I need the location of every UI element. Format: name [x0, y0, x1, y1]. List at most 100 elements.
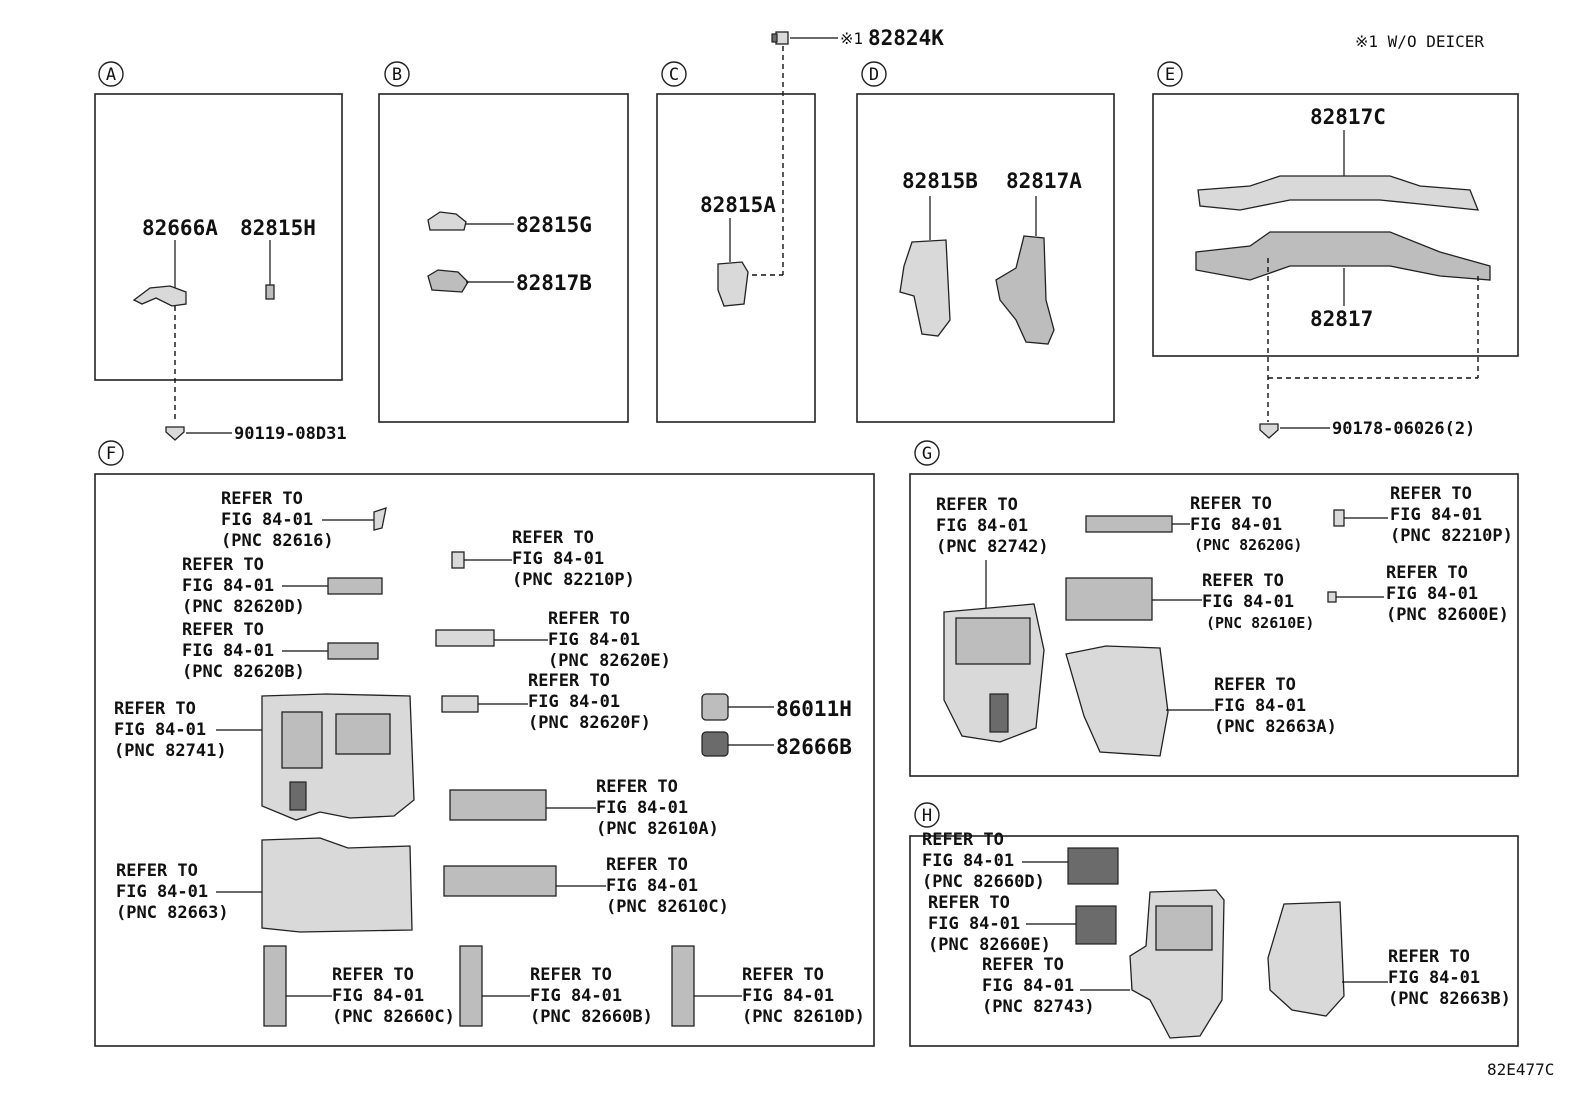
section-d-marker — [861, 61, 887, 87]
section-h-marker — [914, 802, 940, 828]
ref-82610e: REFER TO FIG 84-01 (PNC 82610E) — [1065, 571, 1314, 632]
part-82616-icon — [373, 507, 387, 531]
svg-text:(PNC 82620E): (PNC 82620E) — [548, 651, 671, 671]
svg-text:REFER TO: REFER TO — [1386, 563, 1468, 583]
section-b-box — [378, 93, 629, 423]
ref-82663: REFER TO FIG 84-01 (PNC 82663) — [116, 837, 413, 933]
svg-text:(PNC 82743): (PNC 82743) — [982, 997, 1095, 1017]
svg-text:(PNC 82620B): (PNC 82620B) — [182, 662, 305, 682]
section-b: B 82815G 82817B — [378, 61, 629, 423]
svg-text:REFER TO: REFER TO — [114, 699, 196, 719]
section-a-box — [94, 93, 343, 381]
pn-82817a: 82817A — [1006, 169, 1082, 193]
ref-82620b: REFER TO FIG 84-01 (PNC 82620B) — [182, 620, 379, 682]
section-a-marker — [98, 61, 124, 87]
part-82210p-f-icon — [451, 551, 465, 569]
svg-text:REFER TO: REFER TO — [936, 495, 1018, 515]
clip-90178-icon — [1259, 423, 1279, 439]
ref-82663b: REFER TO FIG 84-01 (PNC 82663B) — [1267, 901, 1511, 1017]
svg-text:FIG 84-01: FIG 84-01 — [1386, 584, 1478, 604]
svg-text:REFER TO: REFER TO — [922, 830, 1004, 850]
section-f: F REFER TO FIG 84-01 (PNC 82616) REFER T… — [94, 440, 875, 1047]
drawing-id: 82E477C — [1487, 1060, 1554, 1079]
pn-82815g: 82815G — [516, 213, 592, 237]
ref-82660e: REFER TO FIG 84-01 (PNC 82660E) — [928, 893, 1117, 955]
cover-82663-icon — [261, 837, 413, 933]
svg-text:(PNC 82620D): (PNC 82620D) — [182, 597, 305, 617]
svg-text:REFER TO: REFER TO — [1388, 947, 1470, 967]
svg-text:FIG 84-01: FIG 84-01 — [528, 692, 620, 712]
svg-text:(PNC 82741): (PNC 82741) — [114, 741, 227, 761]
svg-text:(PNC 82660C): (PNC 82660C) — [332, 1007, 455, 1027]
svg-text:FIG 84-01: FIG 84-01 — [1388, 968, 1480, 988]
section-c-marker — [661, 61, 687, 87]
connector-82824k-icon — [775, 31, 789, 45]
relay-82666b-icon — [701, 731, 729, 757]
part-82600e-icon — [1327, 591, 1337, 603]
section-g: G REFER TO FIG 84-01 (PNC 82742) REFER T… — [909, 440, 1519, 777]
svg-text:(PNC 82610D): (PNC 82610D) — [742, 1007, 865, 1027]
pn-82817c: 82817C — [1310, 105, 1386, 129]
svg-text:E: E — [1165, 65, 1175, 85]
ref-82610d: REFER TO FIG 84-01 (PNC 82610D) — [671, 945, 865, 1027]
svg-text:F: F — [106, 444, 116, 464]
svg-text:FIG 84-01: FIG 84-01 — [114, 720, 206, 740]
pn-86011h: 86011H — [776, 697, 852, 721]
svg-text:REFER TO: REFER TO — [512, 528, 594, 548]
pn-82824k: 82824K — [868, 26, 944, 50]
svg-text:FIG 84-01: FIG 84-01 — [530, 986, 622, 1006]
svg-text:(PNC 82210P): (PNC 82210P) — [512, 570, 635, 590]
svg-text:FIG 84-01: FIG 84-01 — [936, 516, 1028, 536]
svg-text:REFER TO: REFER TO — [982, 955, 1064, 975]
svg-text:(PNC 82660D): (PNC 82660D) — [922, 872, 1045, 892]
svg-text:FIG 84-01: FIG 84-01 — [1202, 592, 1294, 612]
svg-text:FIG 84-01: FIG 84-01 — [548, 630, 640, 650]
part-82666b: 82666B — [701, 731, 852, 759]
svg-text:REFER TO: REFER TO — [182, 620, 264, 640]
pn-82815b: 82815B — [902, 169, 978, 193]
svg-text:H: H — [922, 806, 932, 826]
svg-text:REFER TO: REFER TO — [606, 855, 688, 875]
svg-text:(PNC 82660B): (PNC 82660B) — [530, 1007, 653, 1027]
cover-82663b-icon — [1267, 901, 1345, 1017]
svg-text:REFER TO: REFER TO — [596, 777, 678, 797]
deicer-note: ※1 W/O DEICER — [1355, 32, 1484, 51]
panel-82815b-icon — [899, 239, 951, 337]
pn-82666a: 82666A — [142, 216, 218, 240]
part-82620g-icon — [1085, 515, 1173, 533]
svg-text:FIG 84-01: FIG 84-01 — [1190, 515, 1282, 535]
block-82610d-icon — [671, 945, 695, 1027]
svg-text:REFER TO: REFER TO — [1390, 484, 1472, 504]
svg-text:REFER TO: REFER TO — [1214, 675, 1296, 695]
block-82660c-icon — [263, 945, 287, 1027]
svg-text:REFER TO: REFER TO — [528, 671, 610, 691]
ref-82600e: REFER TO FIG 84-01 (PNC 82600E) — [1327, 563, 1509, 625]
ref-82616: REFER TO FIG 84-01 (PNC 82616) — [221, 489, 387, 551]
pn-90119-08d31: 90119-08D31 — [234, 424, 347, 444]
svg-text:REFER TO: REFER TO — [332, 965, 414, 985]
relay-86011h-icon — [701, 693, 729, 721]
svg-text:FIG 84-01: FIG 84-01 — [182, 641, 274, 661]
svg-text:FIG 84-01: FIG 84-01 — [512, 549, 604, 569]
svg-text:FIG 84-01: FIG 84-01 — [922, 851, 1014, 871]
cover-82663a-icon — [1065, 645, 1169, 757]
mark-1: ※1 — [840, 29, 863, 48]
block-82660d-icon — [1067, 847, 1119, 885]
ref-82210p-g: REFER TO FIG 84-01 (PNC 82210P) — [1333, 484, 1513, 546]
section-g-box — [909, 473, 1519, 777]
svg-text:(PNC 82742): (PNC 82742) — [936, 537, 1049, 557]
svg-text:REFER TO: REFER TO — [742, 965, 824, 985]
svg-text:(PNC 82610A): (PNC 82610A) — [596, 819, 719, 839]
svg-text:FIG 84-01: FIG 84-01 — [606, 876, 698, 896]
block-82610c-icon — [443, 865, 557, 897]
ref-82210p-f: REFER TO FIG 84-01 (PNC 82210P) — [451, 528, 635, 590]
block-82660b-icon — [459, 945, 483, 1027]
svg-text:(PNC 82210P): (PNC 82210P) — [1390, 526, 1513, 546]
svg-text:(PNC 82616): (PNC 82616) — [221, 531, 334, 551]
section-b-marker — [384, 61, 410, 87]
panel-82817a-icon — [995, 235, 1055, 345]
svg-text:FIG 84-01: FIG 84-01 — [596, 798, 688, 818]
ref-82610a: REFER TO FIG 84-01 (PNC 82610A) — [449, 777, 719, 839]
